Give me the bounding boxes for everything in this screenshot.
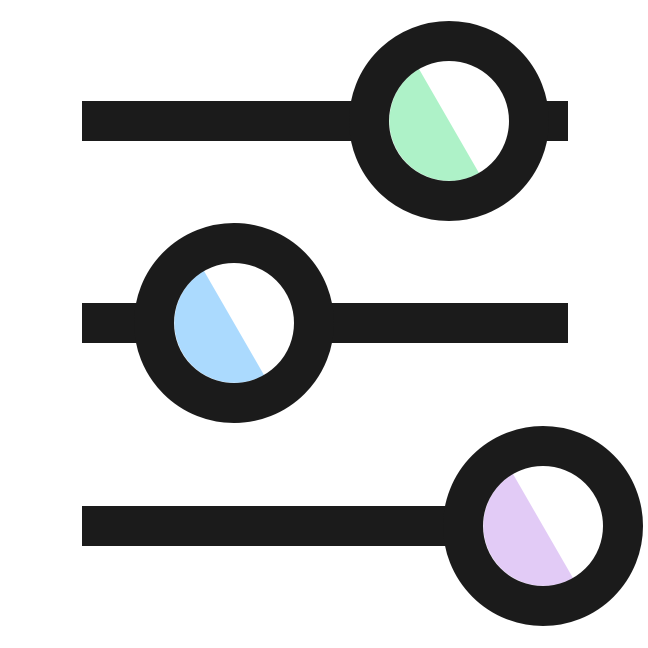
slider-bottom-knob [443, 426, 643, 626]
slider-middle-knob-accent [174, 271, 264, 383]
slider-top-knob-accent [389, 69, 479, 181]
slider-middle [82, 223, 568, 423]
slider-middle-knob-ring [134, 223, 334, 423]
slider-bottom [82, 426, 643, 626]
slider-top-knob-ring [349, 21, 549, 221]
slider-top-knob [349, 21, 549, 221]
slider-bottom-knob-accent [483, 474, 573, 586]
slider-top [82, 21, 568, 221]
slider-bottom-knob-ring [443, 426, 643, 626]
slider-middle-knob [134, 223, 334, 423]
